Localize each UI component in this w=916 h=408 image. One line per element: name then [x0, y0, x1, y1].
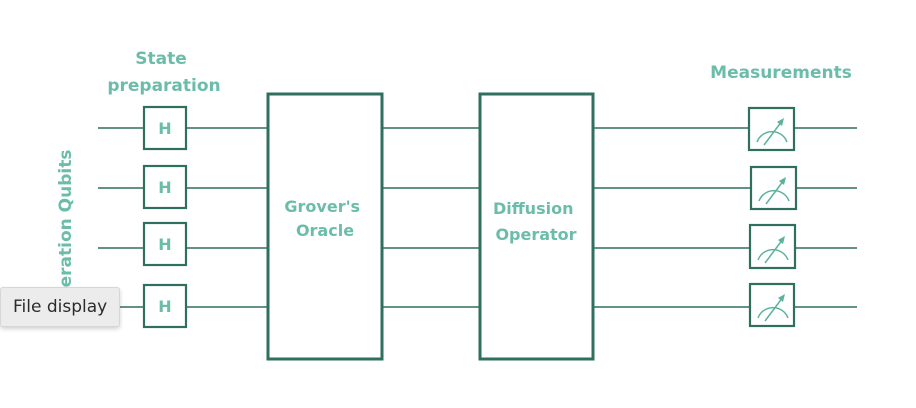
grovers-oracle-block: Grover's Oracle — [266, 92, 384, 361]
hadamard-gate-label: H — [158, 119, 171, 138]
hadamard-gate-label: H — [158, 235, 171, 254]
hadamard-gate-box — [142, 164, 188, 210]
file-display-tooltip-text: File display — [13, 297, 108, 317]
hadamard-gate-box — [142, 221, 188, 267]
measurement-meter-3 — [748, 223, 797, 270]
hadamard-gate-box — [142, 105, 188, 151]
hadamard-gate-2: H — [142, 164, 188, 210]
state-preparation-line-1: State — [135, 49, 187, 69]
meter-arrow-icon — [777, 118, 784, 126]
grovers-oracle-line-1: Grover's — [284, 197, 360, 216]
meter-arrow-icon — [778, 294, 785, 302]
meter-arrow-icon — [778, 236, 785, 244]
diffusion-operator-line-2: Operator — [495, 225, 576, 244]
meter-box — [748, 223, 797, 270]
meter-needle-icon — [764, 238, 784, 264]
meter-gauge-icon — [756, 130, 788, 143]
diffusion-operator-label: Diffusion Operator — [493, 199, 579, 244]
measurement-meter-4 — [748, 282, 796, 328]
meter-box — [747, 106, 796, 152]
meter-arrow-icon — [779, 177, 786, 185]
meter-needle-icon — [763, 120, 783, 146]
qubit-wires — [98, 127, 857, 308]
qubits-axis-label: Operation Qubits — [56, 150, 76, 314]
meter-needle-icon — [765, 179, 785, 205]
diffusion-operator-box — [478, 92, 595, 361]
grovers-oracle-line-2: Oracle — [296, 221, 354, 240]
file-display-tooltip: File display — [0, 287, 121, 327]
hadamard-gate-box — [142, 283, 188, 329]
state-preparation-title: State preparation — [107, 49, 220, 96]
meter-gauge-icon — [757, 248, 789, 261]
grovers-oracle-box — [266, 92, 384, 361]
diffusion-operator-block: Diffusion Operator — [478, 92, 595, 361]
meter-gauge-icon — [758, 189, 790, 202]
measurement-meter-2 — [749, 165, 798, 211]
measurement-meter-1 — [747, 106, 796, 152]
hadamard-gate-3: H — [142, 221, 188, 267]
hadamard-gate-label: H — [158, 297, 171, 316]
hadamard-gate-4: H — [142, 283, 188, 329]
diffusion-operator-line-1: Diffusion — [493, 199, 574, 218]
measurements-title: Measurements — [710, 63, 852, 83]
meter-box — [748, 282, 796, 328]
meter-gauge-icon — [757, 306, 789, 319]
meter-needle-icon — [764, 296, 784, 322]
state-preparation-line-2: preparation — [107, 76, 220, 96]
grovers-oracle-label: Grover's Oracle — [284, 197, 365, 240]
meter-box — [749, 165, 798, 211]
hadamard-gate-1: H — [142, 105, 188, 151]
hadamard-gate-label: H — [158, 178, 171, 197]
